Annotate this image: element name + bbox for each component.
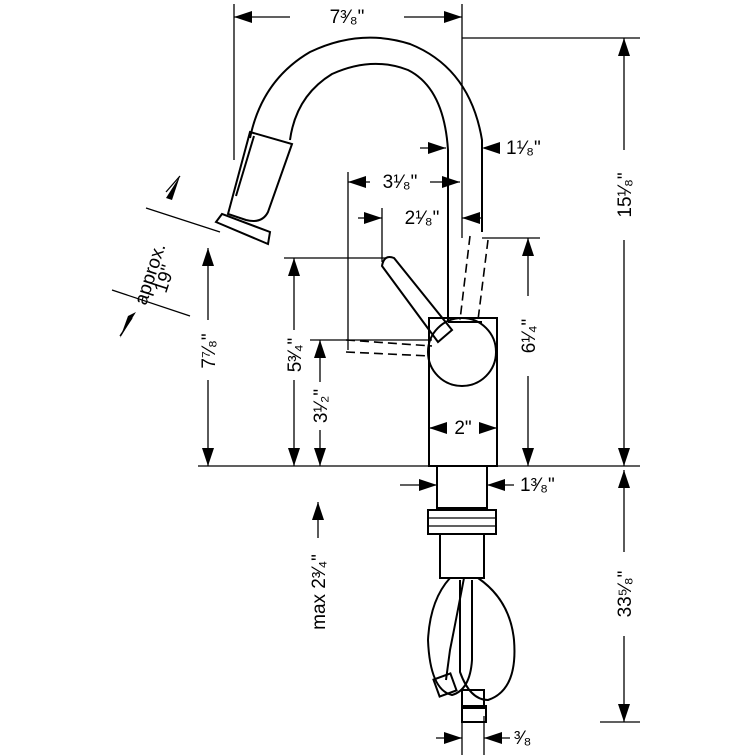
dim-shank-diameter: 1³⁄₈" [520, 475, 555, 496]
dimension-lines [111, 4, 640, 755]
spout-inner [289, 62, 449, 322]
dim-max-deck: max 2³⁄₄" [309, 554, 330, 630]
spray-head [226, 130, 294, 222]
dim-top-width: 7³⁄₈" [330, 7, 365, 28]
spray-head-band [235, 135, 255, 197]
threaded-rod [439, 533, 485, 579]
dim-lever-reach: 3¹⁄₈" [383, 172, 418, 193]
shank [436, 465, 488, 509]
dim-lever-height: 5³⁄₄" [285, 338, 306, 373]
dim-spray-height: 7⁷⁄₈" [199, 333, 220, 368]
hose-fitting-bottom [461, 705, 487, 723]
spout-outer [249, 36, 483, 232]
dim-hose-length: 33⁵⁄₈" [615, 571, 636, 618]
dim-lever-offset: 2¹⁄₈" [405, 208, 440, 229]
hose-left [426, 577, 473, 697]
hose-fitting-right [461, 689, 485, 709]
lever-alt-back [345, 339, 433, 357]
dim-lever-pivot-height: 3¹⁄₂" [311, 389, 332, 423]
dim-body-width: 2" [454, 418, 471, 439]
mounting-nut [427, 509, 497, 535]
hose-fitting-left [432, 672, 458, 698]
lever-alt-up [459, 235, 489, 321]
spray-face [214, 212, 272, 246]
hose-mid [445, 577, 465, 681]
dim-spout-diameter: 1¹⁄₈" [506, 138, 541, 159]
lever-handle [380, 256, 454, 344]
dim-overall-height: 15¹⁄₈" [615, 172, 636, 217]
dimension-labels: 7³⁄₈" 1¹⁄₈" 3¹⁄₈" 2¹⁄₈" 2" 1³⁄₈" ³⁄₈ app… [131, 7, 636, 749]
lever-hub [427, 317, 497, 387]
dim-body-height: 6¹⁄₄" [519, 319, 540, 354]
faucet-outline [214, 36, 516, 723]
dim-connection: ³⁄₈ [514, 728, 531, 749]
hose-right [459, 577, 516, 702]
